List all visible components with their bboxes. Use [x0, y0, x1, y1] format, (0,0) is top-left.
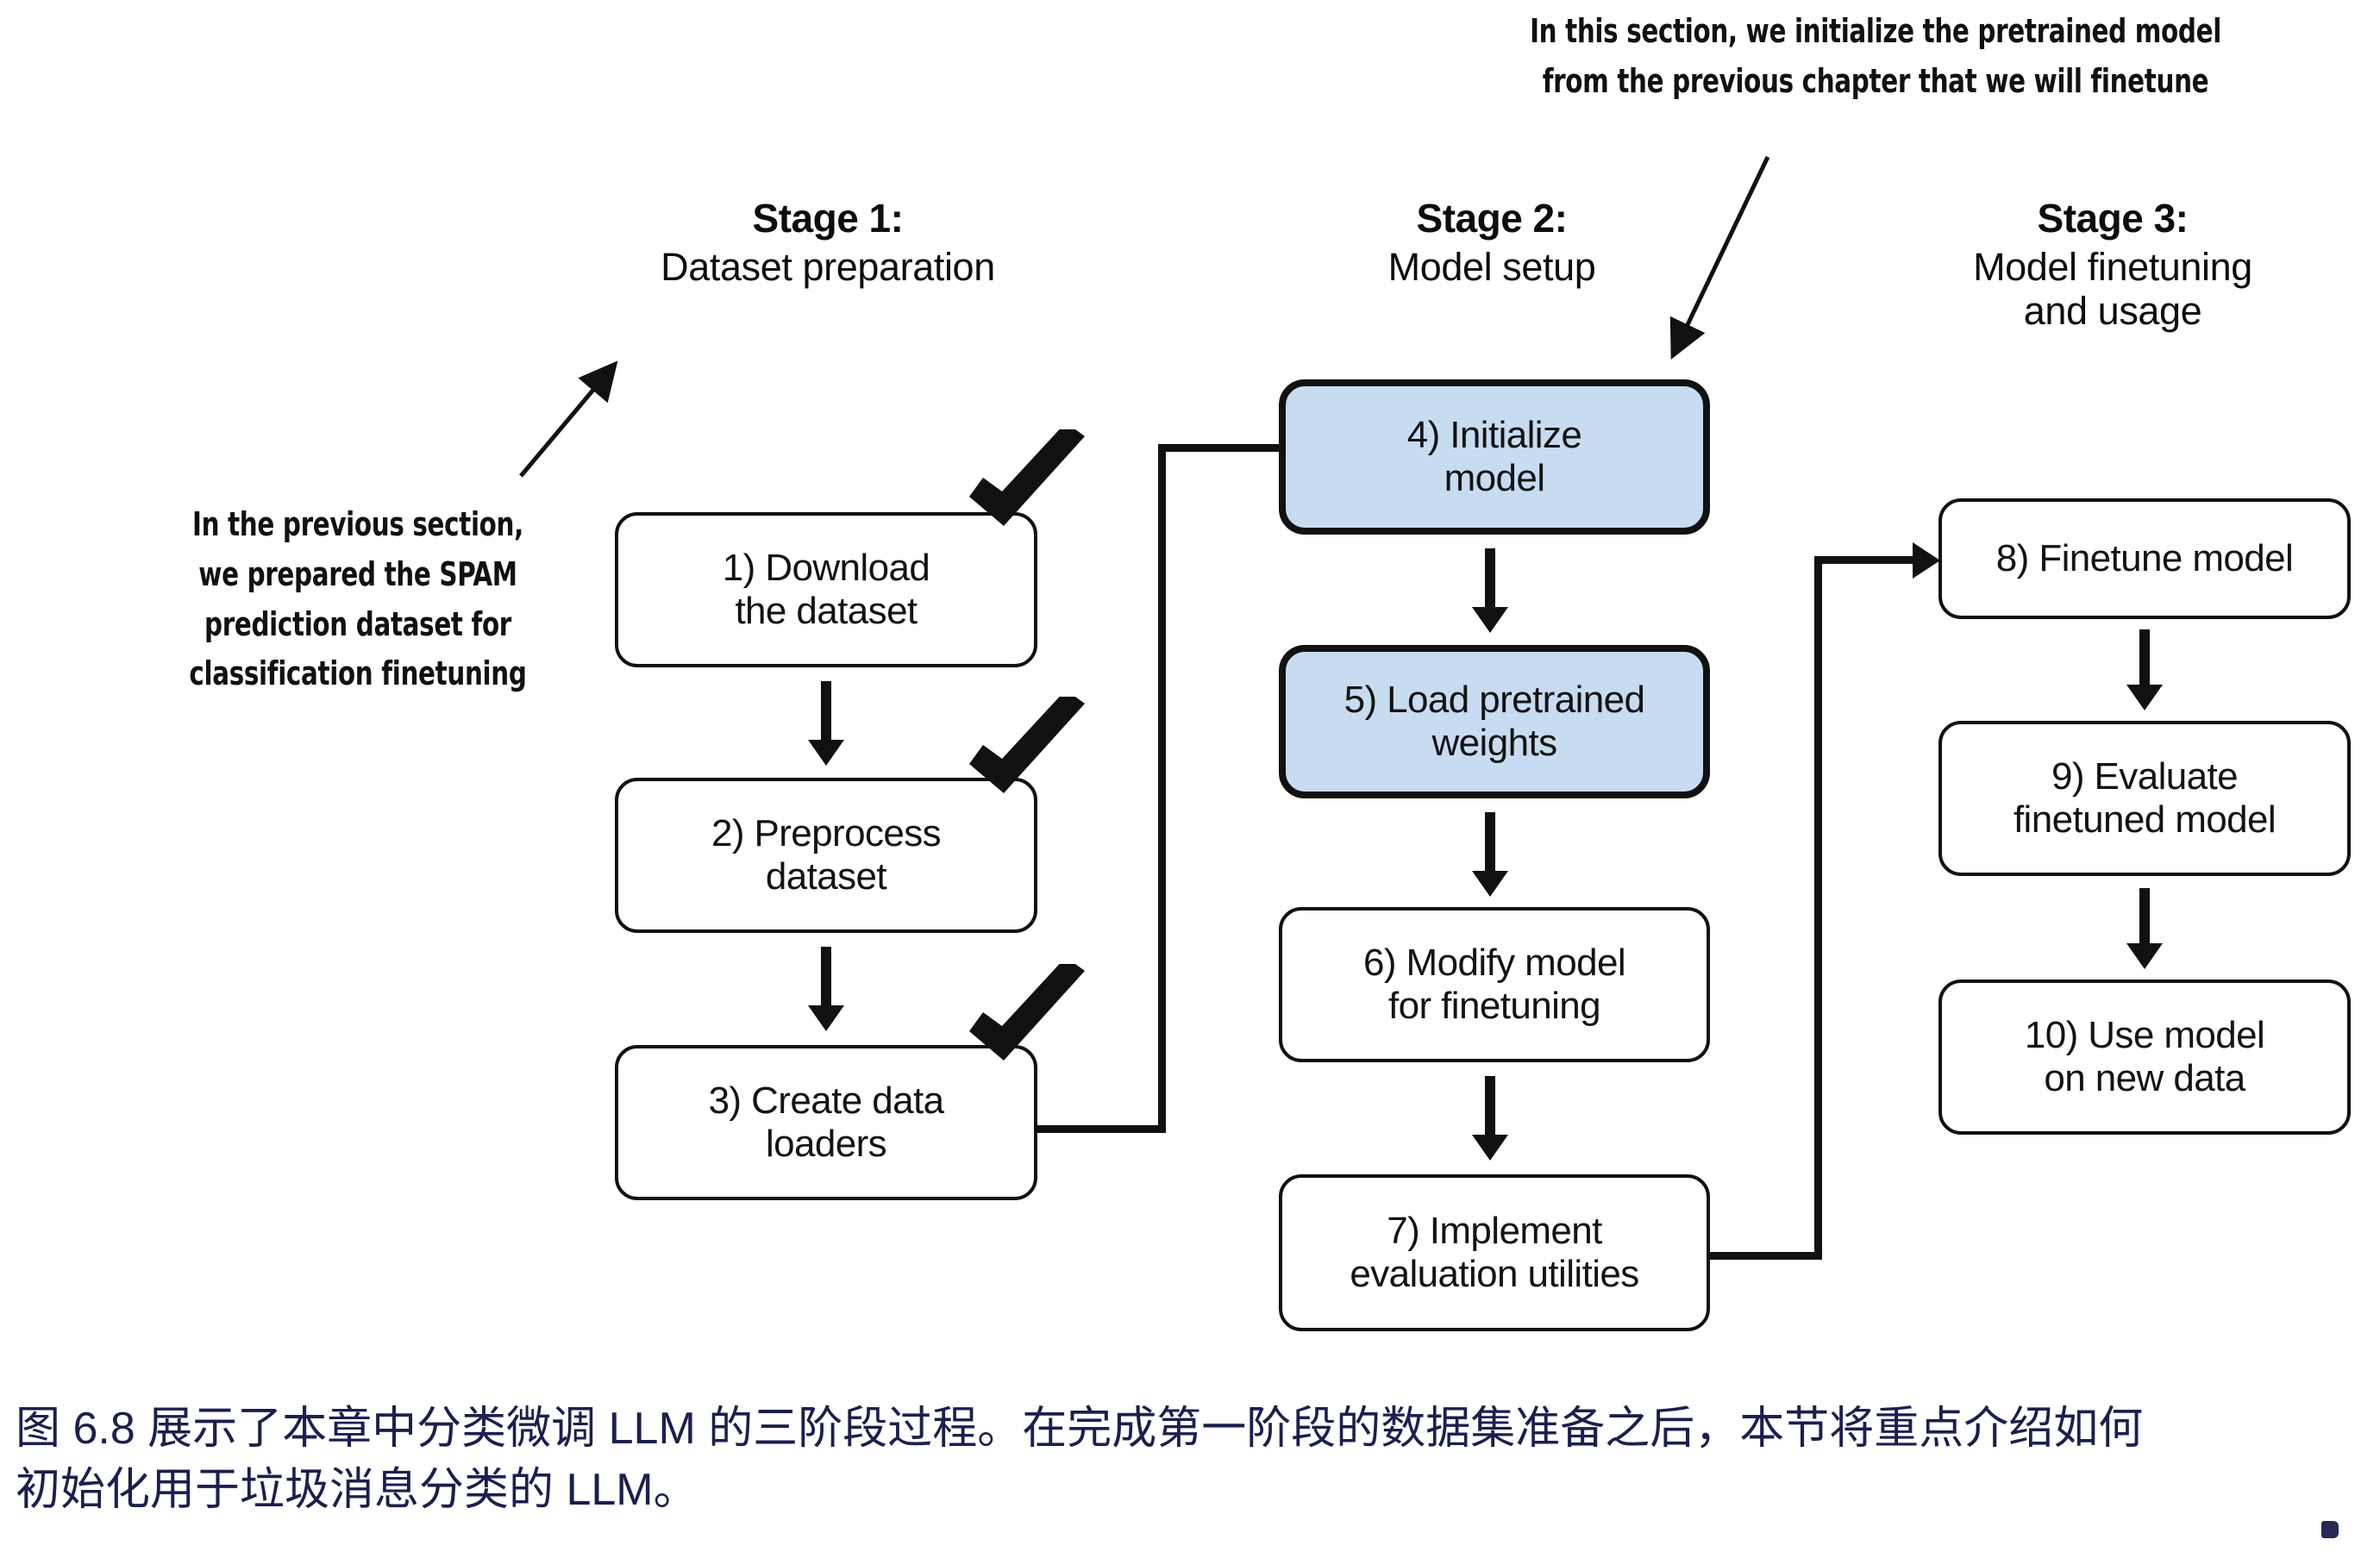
flow-node-3-create-data-loaders[interactable]: 3) Create data loaders [615, 1045, 1037, 1200]
flow-node-4-initialize-model[interactable]: 4) Initialize model [1279, 379, 1710, 535]
cursor-mark [2321, 1521, 2339, 1538]
stage-header-1: Stage 1: Dataset preparation [604, 196, 1052, 289]
flow-node-5-load-pretrained-weights[interactable]: 5) Load pretrained weights [1279, 645, 1710, 798]
annotation-top-arrow [1669, 155, 1770, 360]
annotation-top-text: In this section, we initialize the pretr… [1530, 12, 2221, 100]
stage-1-subtitle: Dataset preparation [661, 244, 995, 289]
flow-node-10-use-model-on-new-data[interactable]: 10) Use model on new data [1938, 979, 2351, 1135]
flow-node-9-evaluate-finetuned-model[interactable]: 9) Evaluate finetuned model [1938, 721, 2351, 876]
connector-stage1-to-stage2-vertical [1158, 444, 1166, 1133]
flow-node-6-modify-model-for-finetuning[interactable]: 6) Modify model for finetuning [1279, 907, 1710, 1062]
caption-line-1: 图 6.8 展示了本章中分类微调 LLM 的三阶段过程。在完成第一阶段的数据集准… [16, 1404, 2144, 1454]
connector-stage2-to-stage3-horizontal-top [1814, 556, 1918, 564]
stage-3-title: Stage 3: [2037, 196, 2189, 241]
stage-2-subtitle: Model setup [1387, 244, 1596, 289]
stage-2-title: Stage 2: [1416, 196, 1568, 241]
stage-3-subtitle: Model finetuning and usage [1973, 244, 2252, 334]
connector-stage1-to-stage2-horizontal-bottom [1037, 1125, 1166, 1133]
annotation-left-text: In the previous section, we prepared the… [189, 505, 527, 693]
figure-caption: 图 6.8 展示了本章中分类微调 LLM 的三阶段过程。在完成第一阶段的数据集准… [16, 1399, 2344, 1520]
annotation-left-arrow [519, 360, 618, 478]
connector-stage2-to-stage3-horizontal-bottom [1710, 1252, 1822, 1260]
connector-stage2-to-stage3-arrowhead [1913, 542, 1940, 579]
flow-node-8-finetune-model[interactable]: 8) Finetune model [1938, 498, 2351, 619]
flow-node-1-download-dataset[interactable]: 1) Download the dataset [615, 512, 1037, 667]
caption-line-2: 初始化用于垃圾消息分类的 LLM。 [16, 1464, 698, 1515]
stage-header-2: Stage 2: Model setup [1268, 196, 1716, 289]
stage-1-title: Stage 1: [752, 196, 904, 241]
connector-stage1-to-stage2-horizontal-top [1158, 444, 1305, 452]
stage-header-3: Stage 3: Model finetuning and usage [1888, 196, 2337, 334]
flow-node-7-implement-evaluation-utilities[interactable]: 7) Implement evaluation utilities [1279, 1174, 1710, 1331]
flow-node-2-preprocess-dataset[interactable]: 2) Preprocess dataset [615, 778, 1037, 933]
connector-stage2-to-stage3-vertical [1814, 556, 1822, 1260]
